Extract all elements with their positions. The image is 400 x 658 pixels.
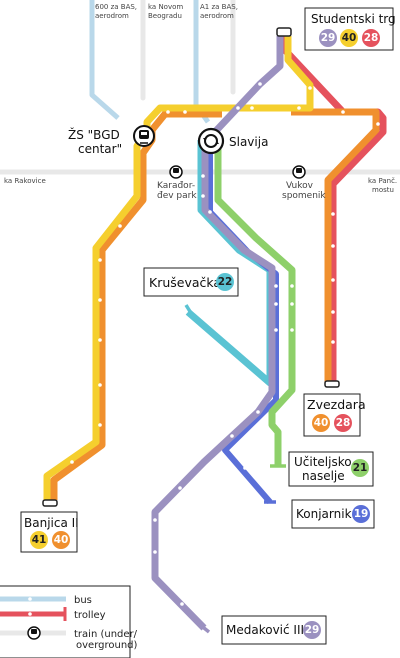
route-40-line-west [50, 110, 222, 500]
route-badge-label: 28 [364, 32, 379, 44]
station-label-zs-bgd-l1: ŽS "BGD [68, 127, 120, 142]
station-label-karadjordjev-l1: Karađor- [157, 181, 195, 191]
station-label-uciteljsko-l1: Učiteljsko [294, 455, 352, 469]
route-badge-label: 22 [218, 276, 233, 288]
route-badge-22 [216, 273, 234, 291]
label-pancevackom-mostu-l2: mostu [372, 186, 394, 194]
bus-line-600 [89, 0, 120, 120]
station-label-slavija: Slavija [229, 135, 268, 149]
label-a1-bas-l2: aerodrom [200, 12, 234, 20]
station-label-studentski-trg: Studentski trg [311, 12, 396, 26]
route-badge-41 [30, 531, 48, 549]
terminal-studentski-trg [276, 27, 292, 37]
legend-train-label-l2: overground) [76, 640, 138, 651]
station-box-zvezdara: Zvezdara 40 28 [303, 393, 366, 437]
label-rakovice: ka Rakovice [4, 177, 46, 185]
station-label-uciteljsko-l2: naselje [302, 469, 345, 483]
station-label-vukov-l1: Vukov [286, 181, 314, 191]
route-40-line-east [291, 108, 380, 383]
stop-dots [70, 82, 380, 606]
route-badge-40 [312, 414, 330, 432]
label-pancevackom-mostu-l1: ka Panč. [368, 177, 397, 185]
train-icon [133, 125, 155, 147]
legend-trolley-label: trolley [74, 610, 106, 621]
terminal-banjica [42, 499, 58, 507]
station-label-vukov-l2: spomenik [282, 191, 326, 201]
route-badge-label: 40 [342, 32, 357, 44]
route-badge-40 [52, 531, 70, 549]
route-badge-label: 21 [353, 462, 368, 474]
station-label-zvezdara: Zvezdara [307, 397, 366, 412]
station-box-krusevacka: Kruševačka 22 [143, 267, 239, 297]
train-icon [27, 626, 41, 640]
route-badge-label: 28 [336, 417, 351, 429]
roundabout-icon [197, 127, 225, 155]
station-box-konjarnik: Konjarnik 19 [291, 499, 375, 529]
route-badge-label: 29 [321, 32, 336, 44]
route-badge-28 [362, 29, 380, 47]
route-badge-28 [334, 414, 352, 432]
station-label-karadjordjev-l2: đev park [157, 191, 197, 201]
label-bas-600-l1: 600 za BAS, [95, 3, 137, 11]
station-label-banjica: Banjica II [24, 516, 79, 530]
station-label-medakovic: Medaković III [226, 623, 304, 637]
legend: bus trolley train (under/ overground) [0, 585, 138, 658]
route-badge-29 [303, 621, 321, 639]
route-badge-40 [340, 29, 358, 47]
train-icon [169, 165, 183, 179]
terminal-medakovic [197, 622, 211, 634]
station-box-banjica: Banjica II 41 40 [20, 511, 79, 553]
label-novom-beogradu-l2: Beogradu [148, 12, 182, 20]
terminal-krusevacka [184, 304, 196, 319]
label-novom-beogradu-l1: ka Novom [148, 3, 183, 11]
station-box-medakovic: Medaković III 29 [221, 615, 327, 645]
station-label-krusevacka: Kruševačka [149, 275, 221, 290]
station-label-konjarnik: Konjarnik [296, 507, 352, 521]
terminal-zvezdara [324, 380, 340, 388]
label-a1-bas-l1: A1 za BAS, [200, 3, 238, 11]
train-icon [292, 165, 306, 179]
station-label-zs-bgd-l2: centar" [78, 142, 122, 156]
station-box-uciteljsko: Učiteljsko naselje 21 [288, 451, 374, 487]
route-badge-label: 29 [305, 624, 320, 636]
legend-train-label-l1: train (under/ [74, 629, 138, 640]
route-badge-21 [351, 459, 369, 477]
route-badge-label: 40 [314, 417, 329, 429]
route-badge-label: 40 [54, 534, 69, 546]
station-box-studentski-trg: Studentski trg 29 40 28 [304, 7, 396, 51]
route-badge-label: 41 [32, 534, 47, 546]
route-badge-label: 19 [354, 508, 369, 520]
route-badge-19 [352, 505, 370, 523]
route-21-line [214, 148, 296, 466]
route-28-line [279, 36, 387, 383]
label-bas-600-l2: aerodrom [95, 12, 129, 20]
route-badge-29 [319, 29, 337, 47]
legend-bus-label: bus [74, 595, 92, 606]
route-29-line [151, 36, 284, 631]
